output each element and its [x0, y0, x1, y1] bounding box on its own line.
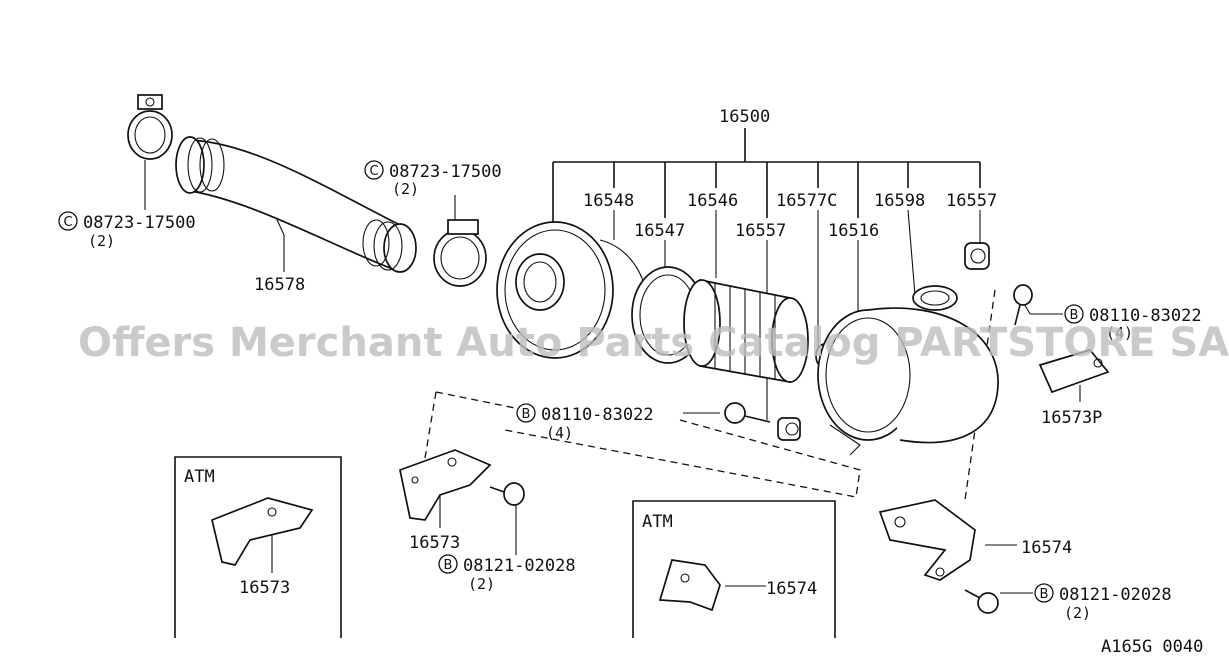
part-labels: 16500 16548 16546 16577C 16598 16557 165…	[184, 107, 1203, 657]
callout-qty: (2)	[392, 180, 419, 198]
label-16573p: 16573P	[1041, 408, 1102, 428]
watermark-text: Offers Merchant Auto Parts Catalog PARTS…	[78, 320, 1229, 366]
callout-qty: (4)	[1106, 324, 1133, 342]
label-16557-top: 16557	[946, 191, 997, 211]
air-duct-hose	[175, 136, 417, 273]
callout-prefix: B	[522, 407, 531, 422]
callout-part-number: 08723-17500	[83, 213, 196, 233]
atm-right-title: ATM	[642, 512, 673, 532]
callout-bolt-right: B 08110-83022 (4)	[1064, 304, 1202, 342]
label-16547: 16547	[634, 221, 685, 241]
callout-clamp-mid: C 08723-17500 (2)	[364, 160, 502, 198]
label-16578: 16578	[254, 275, 305, 295]
label-16500: 16500	[719, 107, 770, 127]
air-cleaner-body	[817, 285, 999, 456]
atm-left-title: ATM	[184, 467, 215, 487]
dashed-reference-lines	[424, 289, 996, 501]
label-16574: 16574	[1021, 538, 1072, 558]
label-16546: 16546	[687, 191, 738, 211]
callout-part-number: 08110-83022	[541, 405, 654, 425]
prefix-circle	[1034, 583, 1054, 603]
hose-clamp-mid	[433, 219, 487, 287]
callout-clamp-left: C 08723-17500 (2)	[58, 211, 196, 250]
callout-bolt-lower-left: B 08121-02028 (2)	[438, 554, 576, 593]
label-16573: 16573	[409, 533, 460, 553]
label-16574-atm: 16574	[766, 579, 817, 599]
label-16577c: 16577C	[776, 191, 837, 211]
callout-part-number: 08723-17500	[389, 162, 502, 182]
prefix-circle	[1064, 304, 1084, 324]
callout-qty: (2)	[1064, 604, 1091, 622]
bolt-lower-right	[964, 589, 999, 614]
hose-clamp-left	[127, 94, 173, 160]
callout-bolt-mid: B 08110-83022 (4)	[516, 403, 654, 442]
callout-prefix: C	[369, 164, 378, 179]
label-16573-atm: 16573	[239, 578, 290, 598]
prefix-circle	[58, 211, 78, 231]
filter-element	[683, 278, 809, 384]
callout-part-number: 08110-83022	[1089, 306, 1202, 326]
callout-bolt-lower-right: B 08121-02028 (2)	[1034, 583, 1172, 622]
label-16548: 16548	[583, 191, 634, 211]
label-16598: 16598	[874, 191, 925, 211]
callout-prefix: C	[63, 215, 72, 230]
prefix-circle	[438, 554, 458, 574]
callout-qty: (2)	[88, 232, 115, 250]
label-16557-mid: 16557	[735, 221, 786, 241]
prefix-circle	[364, 160, 384, 180]
prefix-circle	[516, 403, 536, 423]
bolt-right	[1013, 284, 1033, 326]
bolt-lower-left	[489, 482, 525, 506]
air-cleaner-cover	[496, 221, 649, 359]
atm-box-right	[632, 500, 836, 638]
callout-prefix: B	[444, 558, 453, 573]
bolt-mid	[724, 402, 771, 424]
callout-part-number: 08121-02028	[463, 556, 576, 576]
callout-part-number: 08121-02028	[1059, 585, 1172, 605]
label-16516: 16516	[828, 221, 879, 241]
callout-prefix: B	[1070, 308, 1079, 323]
atm-box-left	[174, 456, 342, 638]
bracket-16573	[399, 449, 492, 521]
callout-qty: (2)	[468, 575, 495, 593]
callout-prefix: B	[1040, 587, 1049, 602]
diagram-code: A165G 0040	[1101, 637, 1203, 657]
nut-top	[964, 242, 990, 270]
bracket-16573p	[1038, 349, 1110, 394]
bracket-16574	[878, 499, 976, 581]
callout-qty: (4)	[546, 424, 573, 442]
